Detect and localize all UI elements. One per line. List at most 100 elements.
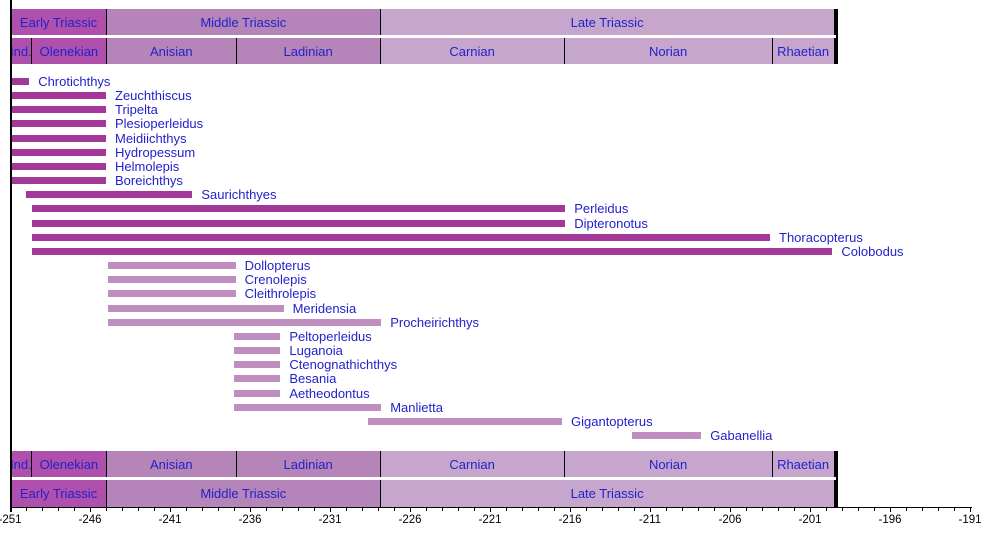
axis-tick (522, 507, 523, 511)
axis-tick (794, 507, 795, 511)
taxon-label-cleithrolepis: Cleithrolepis (244, 286, 317, 302)
stage-cell-top-ladinian: Ladinian (235, 38, 380, 64)
chart-right-border-top (836, 9, 838, 64)
taxon-bar-plesioperleidus (10, 120, 106, 128)
taxon-label-plesioperleidus: Plesioperleidus (115, 116, 204, 132)
taxon-label-luganoia: Luganoia (289, 343, 343, 359)
axis-tick (714, 507, 715, 511)
axis-tick (618, 507, 619, 511)
time-axis-line (10, 507, 972, 508)
axis-tick (298, 507, 299, 511)
axis-tick (202, 507, 203, 511)
axis-tick (970, 507, 971, 512)
taxon-label-helmolepis: Helmolepis (115, 158, 180, 174)
axis-tick-label: -221 (478, 514, 502, 526)
axis-tick (474, 507, 475, 511)
taxon-label-peltoperleidus: Peltoperleidus (289, 328, 372, 344)
axis-tick-label: -241 (158, 514, 182, 526)
axis-tick (490, 507, 491, 512)
taxon-label-procheirichthys: Procheirichthys (390, 314, 480, 330)
taxon-bar-gabanellia (632, 432, 702, 439)
taxon-bar-meidiichthys (10, 134, 106, 142)
axis-tick (42, 507, 43, 511)
taxon-label-hydropessum: Hydropessum (115, 144, 196, 160)
axis-tick (106, 507, 107, 511)
stage-cell-bottom-ind: Ind. (10, 451, 32, 477)
axis-tick (746, 507, 747, 511)
axis-tick (810, 507, 811, 512)
taxon-bar-cleithrolepis (107, 290, 236, 298)
axis-tick (122, 507, 123, 511)
axis-tick-label: -236 (238, 514, 262, 526)
taxon-label-thoracopterus: Thoracopterus (779, 229, 863, 245)
axis-tick (938, 507, 939, 511)
axis-tick (826, 507, 827, 511)
axis-tick (682, 507, 683, 511)
axis-tick (330, 507, 331, 512)
axis-tick (186, 507, 187, 511)
taxon-label-manlietta: Manlietta (390, 399, 443, 415)
taxon-label-chrotichthys: Chrotichthys (38, 74, 111, 89)
taxon-bar-manlietta (234, 403, 382, 411)
axis-tick (10, 507, 11, 512)
taxon-bar-besania (234, 375, 281, 383)
axis-tick (378, 507, 379, 511)
axis-tick (266, 507, 267, 511)
taxon-bar-peltoperleidus (234, 332, 281, 340)
axis-tick-label: -246 (78, 514, 102, 526)
taxon-bar-tripelta (10, 106, 106, 114)
axis-tick (906, 507, 907, 511)
taxon-bar-hydropessum (10, 148, 106, 156)
axis-tick (282, 507, 283, 511)
axis-tick (218, 507, 219, 511)
axis-tick-label: -251 (0, 514, 22, 526)
axis-tick (554, 507, 555, 511)
axis-tick (74, 507, 75, 511)
axis-tick-label: -231 (318, 514, 342, 526)
taxon-bar-meridensia (107, 304, 284, 312)
axis-tick (586, 507, 587, 511)
taxon-label-besania: Besania (289, 371, 337, 387)
taxon-bar-chrotichthys (10, 78, 30, 85)
period-cell-top-middle-triassic: Middle Triassic (106, 9, 380, 35)
axis-tick (842, 507, 843, 511)
taxon-bar-saurichthyes (26, 191, 193, 199)
axis-tick (458, 507, 459, 511)
axis-tick (698, 507, 699, 511)
chart-left-border (10, 0, 12, 512)
taxon-bar-ctenognathichthys (234, 361, 281, 369)
axis-tick (170, 507, 171, 512)
taxon-bar-thoracopterus (32, 233, 770, 241)
axis-tick (410, 507, 411, 512)
axis-tick (874, 507, 875, 511)
axis-tick (762, 507, 763, 511)
axis-tick (314, 507, 315, 511)
period-cell-top-early-triassic: Early Triassic (10, 9, 106, 35)
taxon-bar-gigantopterus (368, 417, 562, 425)
axis-tick (426, 507, 427, 511)
taxon-label-meidiichthys: Meidiichthys (115, 130, 187, 146)
stage-cell-bottom-norian: Norian (563, 451, 772, 477)
axis-tick (234, 507, 235, 511)
axis-tick (58, 507, 59, 511)
axis-tick (650, 507, 651, 512)
taxon-bar-aetheodontus (234, 389, 281, 397)
taxon-label-gabanellia: Gabanellia (710, 428, 773, 443)
axis-tick (858, 507, 859, 511)
period-cell-bottom-middle-triassic: Middle Triassic (106, 480, 380, 507)
taxon-label-meridensia: Meridensia (292, 300, 357, 316)
axis-tick (26, 507, 27, 511)
chart-right-border-bottom (836, 451, 838, 507)
axis-tick (154, 507, 155, 511)
axis-tick (250, 507, 251, 512)
axis-tick (778, 507, 779, 511)
taxon-label-dipteronotus: Dipteronotus (574, 215, 648, 231)
taxon-label-saurichthyes: Saurichthyes (201, 187, 277, 203)
axis-tick (362, 507, 363, 511)
taxon-bar-dipteronotus (32, 219, 566, 227)
stage-cell-top-norian: Norian (563, 38, 772, 64)
taxon-label-aetheodontus: Aetheodontus (289, 385, 370, 401)
axis-tick (394, 507, 395, 511)
taxon-label-colobodus: Colobodus (841, 243, 904, 259)
